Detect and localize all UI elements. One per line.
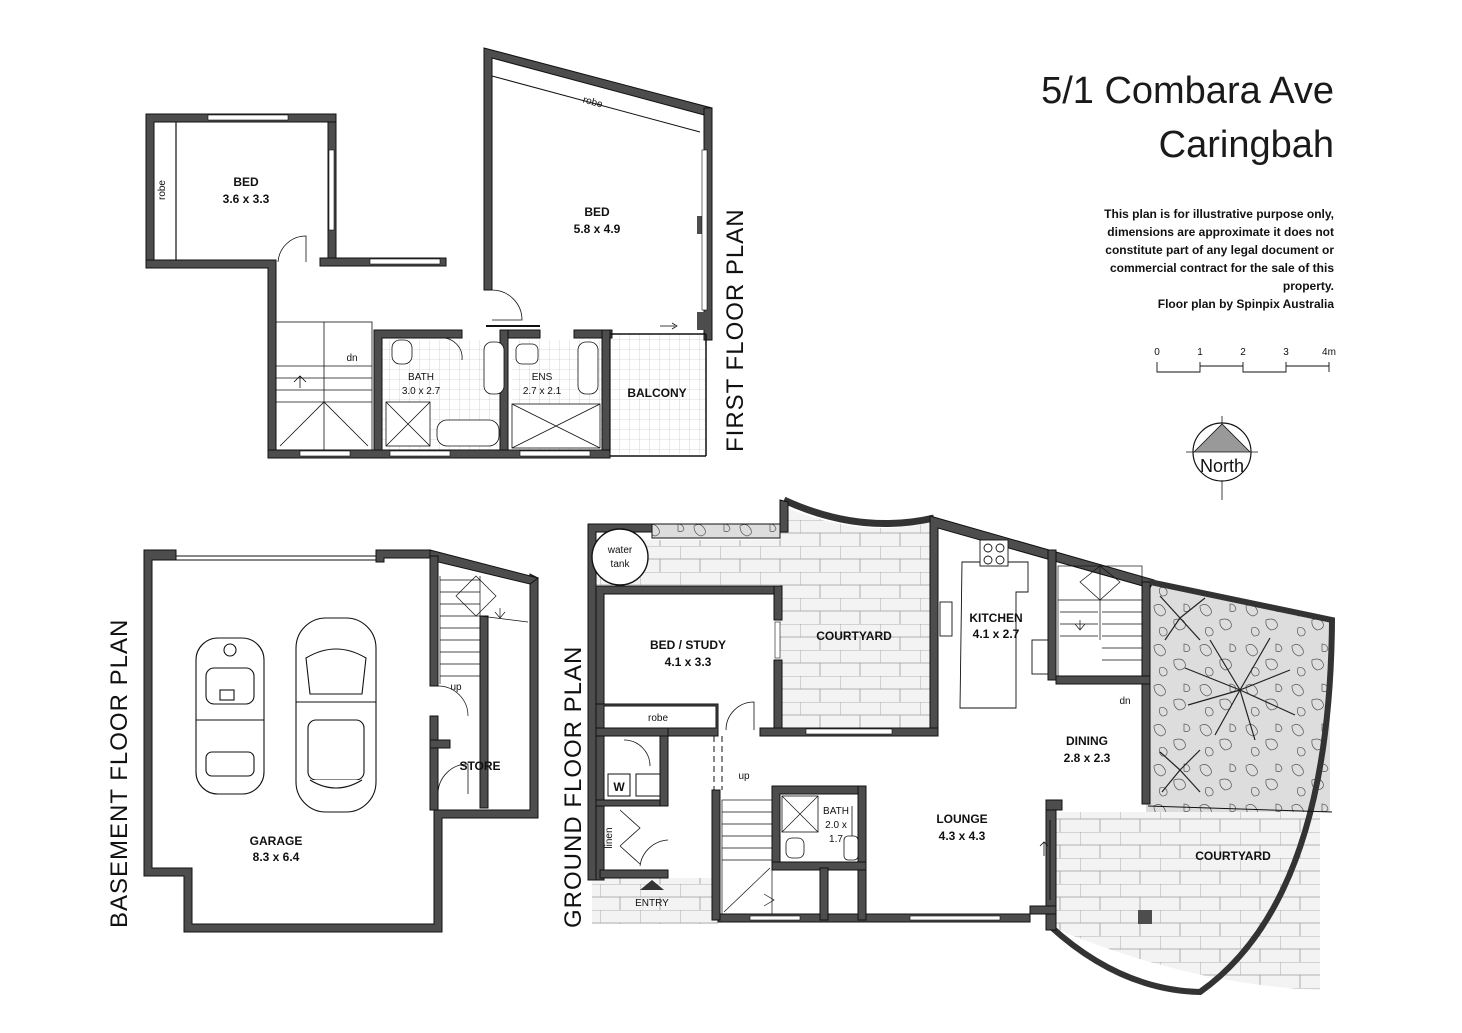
ff-ens-dims: 2.7 x 2.1 <box>523 386 562 397</box>
palm-tree-icon <box>1159 595 1296 793</box>
gf-bed-study-label: BED / STUDY <box>650 638 726 652</box>
car-icon <box>295 617 377 813</box>
ff-robe2-label: robe <box>582 95 605 111</box>
ground-floor-plan: water tank BED / STUDY 4.1 x 3.3 COURTYA… <box>587 496 1336 996</box>
disclaimer: This plan is for illustrative purpose on… <box>1034 205 1334 313</box>
ff-bath-label: BATH <box>408 372 434 383</box>
ff-bed2-dims: 5.8 x 4.9 <box>574 222 621 236</box>
ground-floor-plan-label: GROUND FLOOR PLAN <box>560 645 587 928</box>
disclaimer-line: dimensions are approximate it does not <box>1107 225 1334 239</box>
gf-washer-label: W <box>613 780 625 794</box>
ff-robe1-label: robe <box>157 180 168 200</box>
ff-stair-dn-label: dn <box>346 353 357 364</box>
ff-bath-dims: 3.0 x 2.7 <box>402 386 441 397</box>
address-title: 5/1 Combara Ave <box>1041 70 1334 112</box>
gf-dining-label: DINING <box>1066 734 1108 748</box>
ff-ens-label: ENS <box>532 372 553 383</box>
bs-garage-dims: 8.3 x 6.4 <box>253 850 300 864</box>
first-floor-plan-label: FIRST FLOOR PLAN <box>722 208 749 452</box>
ff-balcony-label: BALCONY <box>627 386 686 400</box>
gf-water-tank-line2: tank <box>611 559 631 570</box>
disclaimer-line: property. <box>1282 279 1334 293</box>
scale-bar: 0 1 2 3 4m <box>1154 347 1336 373</box>
gf-bath-dims2: 1.7 <box>829 834 843 845</box>
gf-bed-study-dims: 4.1 x 3.3 <box>665 655 712 669</box>
gf-kitchen-label: KITCHEN <box>969 611 1022 625</box>
gf-stair-up-label: up <box>738 771 750 782</box>
ff-bed2-label: BED <box>584 205 610 219</box>
bs-garage-label: GARAGE <box>250 834 303 848</box>
basement-floor-plan-label: BASEMENT FLOOR PLAN <box>106 618 133 928</box>
gf-robe-label: robe <box>648 713 668 724</box>
ff-bed1-label: BED <box>233 175 259 189</box>
gf-linen-label: linen <box>604 827 615 848</box>
gf-bath-dims1: 2.0 x <box>825 820 847 831</box>
first-floor-plan: BED 3.6 x 3.3 robe BED 5.8 x 4.9 robe BA… <box>145 47 713 459</box>
bs-store-label: STORE <box>459 759 500 773</box>
gf-stair-dn-label: dn <box>1119 696 1130 707</box>
north-compass-icon: North <box>1186 416 1258 500</box>
disclaimer-line: constitute part of any legal document or <box>1105 243 1334 257</box>
scale-tick-3: 3 <box>1283 347 1289 358</box>
ff-bed1-dims: 3.6 x 3.3 <box>223 192 270 206</box>
disclaimer-line: This plan is for illustrative purpose on… <box>1104 207 1334 221</box>
bs-stair-up-label: up <box>450 682 462 693</box>
disclaimer-line: commercial contract for the sale of this <box>1109 261 1334 275</box>
gf-kitchen-dims: 4.1 x 2.7 <box>973 627 1020 641</box>
gf-courtyard2-label: COURTYARD <box>1195 849 1271 863</box>
gf-lounge-dims: 4.3 x 4.3 <box>939 829 986 843</box>
gf-lounge-label: LOUNGE <box>936 812 987 826</box>
scale-tick-0: 0 <box>1154 347 1160 358</box>
car-icon <box>195 637 265 795</box>
gf-entry-label: ENTRY <box>635 898 669 909</box>
gf-water-tank-line1: water <box>607 545 633 556</box>
scale-tick-2: 2 <box>1240 347 1246 358</box>
gf-dining-dims: 2.8 x 2.3 <box>1064 751 1111 765</box>
suburb-title: Caringbah <box>1158 124 1334 166</box>
scale-tick-4: 4m <box>1322 347 1336 358</box>
gf-courtyard1-label: COURTYARD <box>816 629 892 643</box>
gf-bath-label: BATH <box>823 806 849 817</box>
basement-floor-plan: GARAGE 8.3 x 6.4 STORE up <box>143 549 540 933</box>
disclaimer-credit: Floor plan by Spinpix Australia <box>1157 297 1334 311</box>
scale-tick-1: 1 <box>1197 347 1203 358</box>
compass-label: North <box>1200 456 1244 476</box>
